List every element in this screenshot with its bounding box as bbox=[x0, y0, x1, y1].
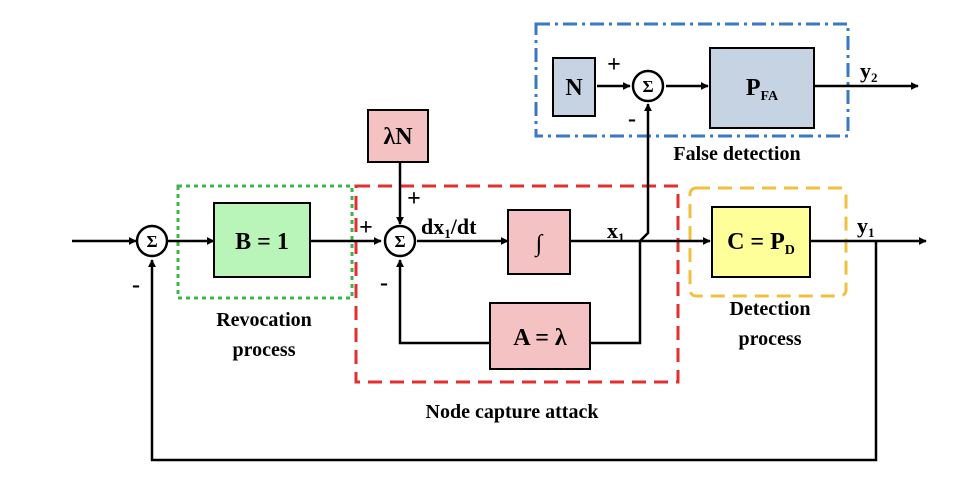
plus-sign: + bbox=[359, 215, 373, 241]
A-feedback-line bbox=[396, 259, 493, 345]
block-B-label: B = 1 bbox=[235, 229, 289, 255]
block-lambdaN-label: λN bbox=[383, 124, 413, 150]
sigma-symbol: Σ bbox=[642, 77, 653, 96]
sigma-symbol: Σ bbox=[394, 232, 405, 251]
summing-junction-1: Σ bbox=[135, 224, 169, 258]
x1-to-false-detection-line bbox=[639, 103, 652, 242]
block-integrator: ∫ bbox=[507, 209, 571, 275]
minus-sign: - bbox=[380, 270, 388, 296]
plus-sign: + bbox=[407, 186, 421, 212]
block-N: N bbox=[552, 57, 596, 117]
detection-label-line2: process bbox=[739, 328, 802, 350]
sigma-symbol: Σ bbox=[146, 232, 157, 251]
false-detection-label: False detection bbox=[673, 143, 800, 165]
detection-label-line1: Detection bbox=[729, 298, 810, 320]
revocation-label-line1: Revocation bbox=[216, 309, 312, 331]
block-B: B = 1 bbox=[213, 202, 311, 278]
block-PFA-label: PFA bbox=[746, 75, 779, 104]
signal-x1: x1 bbox=[607, 218, 625, 245]
node-capture-attack-region bbox=[354, 184, 680, 384]
plus-sign: + bbox=[607, 52, 621, 78]
minus-sign: - bbox=[628, 106, 636, 132]
block-C-label: C = PD bbox=[727, 229, 795, 258]
x1-to-A-line bbox=[590, 241, 642, 345]
block-N-label: N bbox=[565, 75, 583, 101]
block-lambdaN: λN bbox=[367, 109, 429, 163]
summing-junction-3: Σ bbox=[631, 69, 665, 103]
summing-junction-2: Σ bbox=[383, 224, 417, 258]
signal-y2: y2 bbox=[860, 58, 878, 85]
signal-y1: y1 bbox=[857, 213, 875, 240]
block-PFA: PFA bbox=[709, 47, 815, 129]
block-A: A = λ bbox=[489, 302, 591, 370]
false-detection-region bbox=[534, 22, 850, 138]
revocation-label-line2: process bbox=[233, 339, 296, 361]
integral-symbol: ∫ bbox=[534, 231, 544, 258]
block-C: C = PD bbox=[711, 206, 811, 278]
block-A-label: A = λ bbox=[513, 325, 567, 351]
global-feedback-line bbox=[148, 241, 878, 462]
node-capture-label: Node capture attack bbox=[426, 401, 600, 423]
minus-sign: - bbox=[132, 272, 140, 298]
signal-dx1-dt: dx1/dt bbox=[421, 214, 477, 241]
